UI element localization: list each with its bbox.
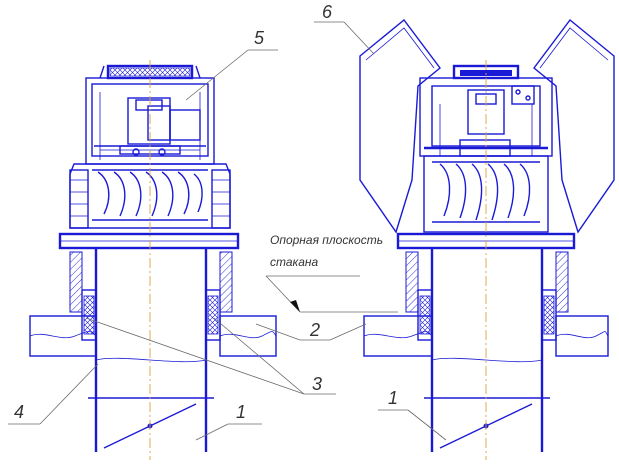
right-fan-assembly bbox=[359, 18, 615, 460]
right-duct bbox=[363, 248, 609, 452]
callout-4: 4 bbox=[14, 402, 24, 422]
callout-3: 3 bbox=[312, 374, 322, 394]
callout-5: 5 bbox=[254, 28, 265, 48]
right-impeller bbox=[423, 155, 549, 233]
left-duct bbox=[29, 248, 277, 452]
annotation-line-1: Опорная плоскость bbox=[270, 233, 383, 247]
callout-1-right: 1 bbox=[388, 388, 398, 408]
annotation-line-2: стакана bbox=[270, 255, 318, 269]
arrowhead-marker bbox=[290, 300, 300, 312]
callout-2: 2 bbox=[309, 320, 320, 340]
leader-lines bbox=[8, 21, 447, 441]
right-lid bbox=[533, 18, 615, 234]
left-lid bbox=[359, 18, 441, 234]
left-fan-assembly bbox=[29, 60, 277, 460]
callout-1-left: 1 bbox=[236, 402, 246, 422]
callout-6: 6 bbox=[322, 2, 333, 22]
left-impeller bbox=[69, 163, 231, 229]
